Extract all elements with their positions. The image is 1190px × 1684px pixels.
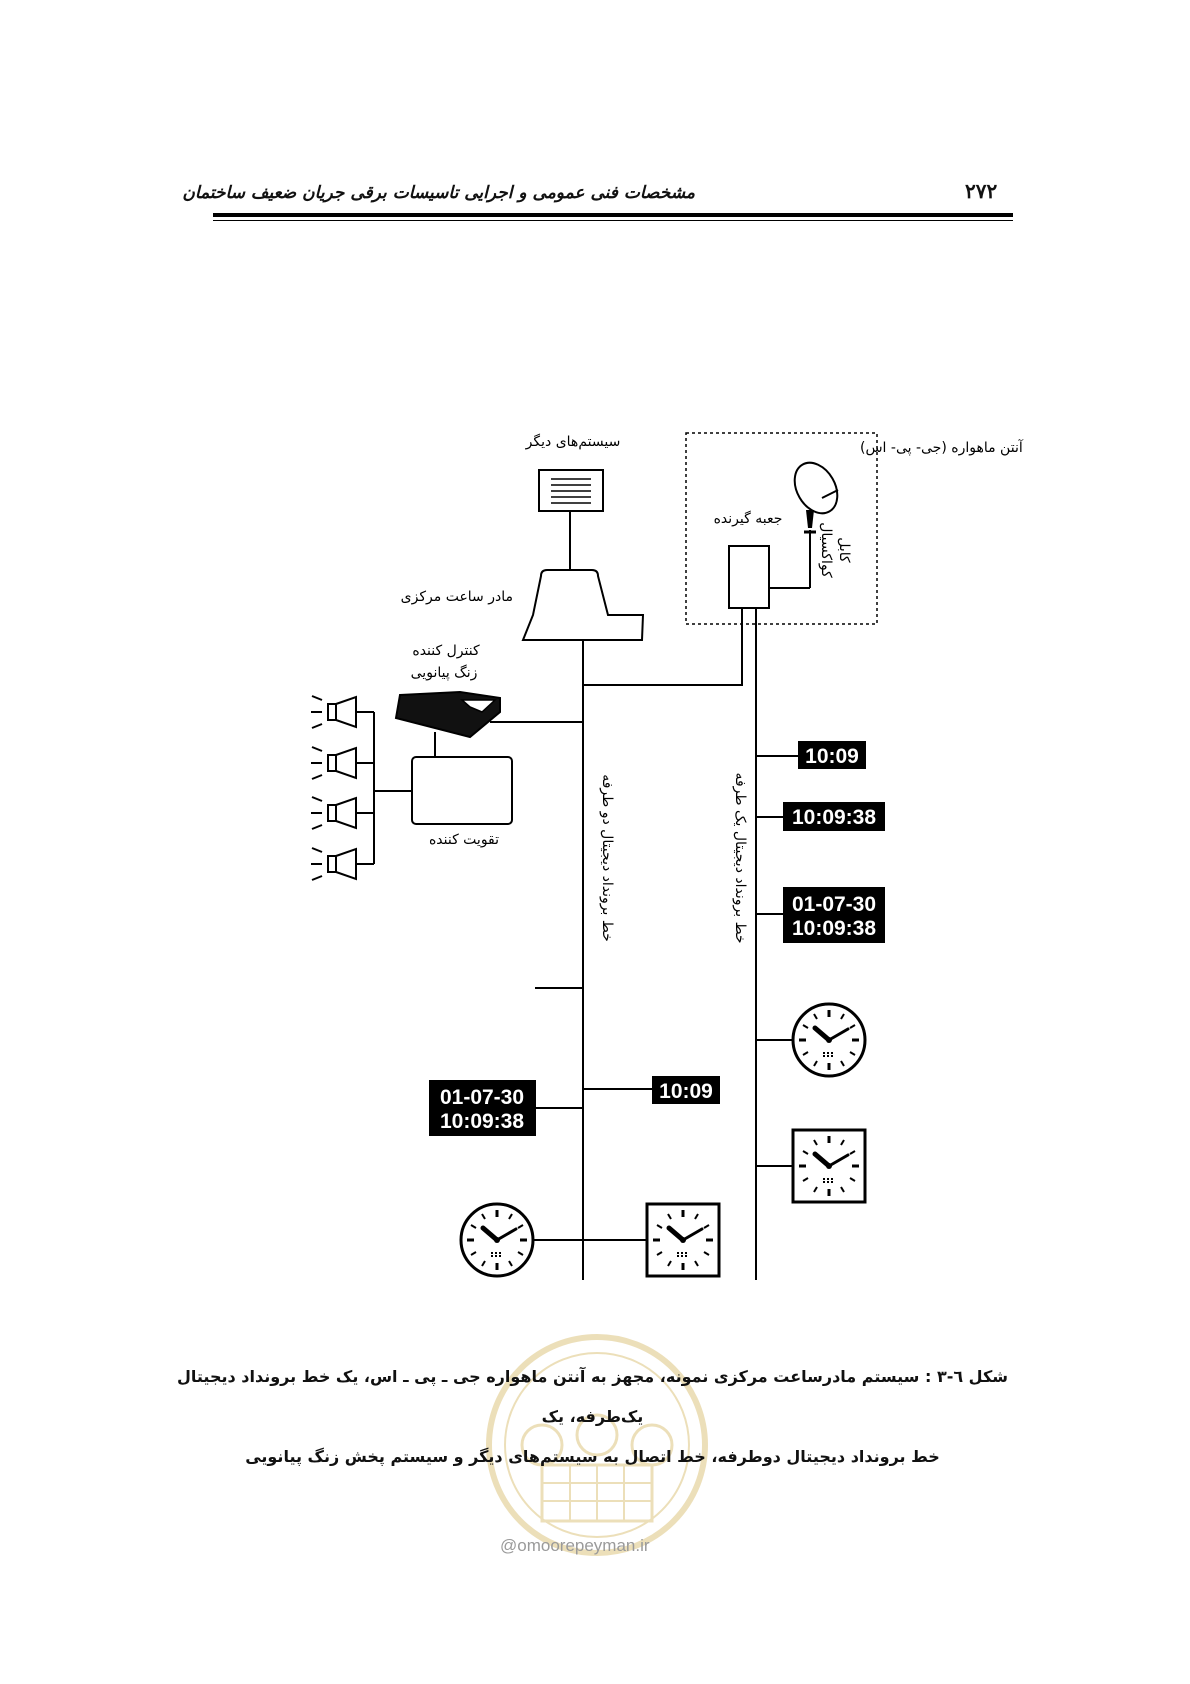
- header-title: مشخصات فنی عمومی و اجرایی تاسیسات برقی ج…: [182, 183, 695, 203]
- label-line-one-way: خط برونداد دیجیتال یک طرفه: [732, 772, 748, 943]
- analog-clock-square-icon: [791, 1128, 867, 1204]
- figure-caption: شکل ٦-٣ : سیستم مادرساعت مرکزی نمونه، مج…: [175, 1357, 1010, 1477]
- watermark-url: @omoorepeyman.ir: [500, 1536, 650, 1555]
- label-bell-controller-1: کنترل کننده: [412, 643, 480, 659]
- digital-display-date-time: 01-07-30 10:09:38: [783, 887, 885, 943]
- amplifier-box: [411, 756, 513, 825]
- display-date-text: 01-07-30: [792, 893, 876, 916]
- analog-clock-round-icon: [791, 1002, 867, 1078]
- label-receiver-box: جعبه گیرنده: [714, 510, 783, 527]
- gps-enclosure: [685, 432, 878, 625]
- header-rule-thin: [213, 220, 1013, 221]
- header-rule-thick: [213, 213, 1013, 217]
- label-coax-cable-1: کابل: [836, 537, 852, 563]
- analog-clock-square-icon: [645, 1202, 721, 1278]
- caption-line-1: شکل ٦-٣ : سیستم مادرساعت مرکزی نمونه، مج…: [177, 1367, 1008, 1426]
- page-number: ۲۷۲: [965, 179, 998, 203]
- satellite-dish-icon: [770, 461, 839, 589]
- speaker-icon: [310, 796, 357, 830]
- label-amplifier: تقویت کننده: [429, 832, 499, 848]
- other-systems-icon: [538, 469, 604, 512]
- label-line-two-way: خط برونداد دیجیتال دو طرفه: [599, 774, 615, 942]
- label-master-clock: مادر ساعت مرکزی: [401, 589, 513, 605]
- analog-clock-round-icon: [459, 1202, 535, 1278]
- label-other-systems: سیستم‌های دیگر: [525, 433, 621, 450]
- caption-line-2: خط برونداد دیجیتال دوطرفه، خط اتصال به س…: [245, 1447, 940, 1466]
- display-date-time-text: 10:09:38: [792, 917, 876, 940]
- label-bell-controller-2: زنگ پیانویی: [411, 664, 478, 681]
- digital-display-time: 10:09: [798, 741, 866, 769]
- label-gps-antenna: آنتن ماهواره (جی- پی- اس): [860, 439, 1024, 456]
- display-date-time-two-way-text: 10:09:38: [440, 1110, 524, 1133]
- digital-display-date-time-two-way: 01-07-30 10:09:38: [429, 1080, 536, 1136]
- display-date-two-way-text: 01-07-30: [440, 1086, 524, 1109]
- digital-display-time-two-way: 10:09: [652, 1076, 720, 1104]
- display-time-two-way-text: 10:09: [659, 1080, 713, 1103]
- receiver-box: [728, 545, 770, 609]
- speaker-icon: [310, 695, 357, 729]
- digital-display-time-seconds: 10:09:38: [783, 802, 885, 831]
- speaker-icon: [310, 746, 357, 780]
- bell-controller-icon: [394, 690, 501, 739]
- speaker-icon: [310, 847, 357, 881]
- display-time-text: 10:09: [805, 745, 859, 768]
- master-clock-unit: [521, 569, 645, 641]
- display-time-seconds-text: 10:09:38: [792, 806, 876, 829]
- label-coax-cable-2: کواکسیال: [818, 522, 834, 578]
